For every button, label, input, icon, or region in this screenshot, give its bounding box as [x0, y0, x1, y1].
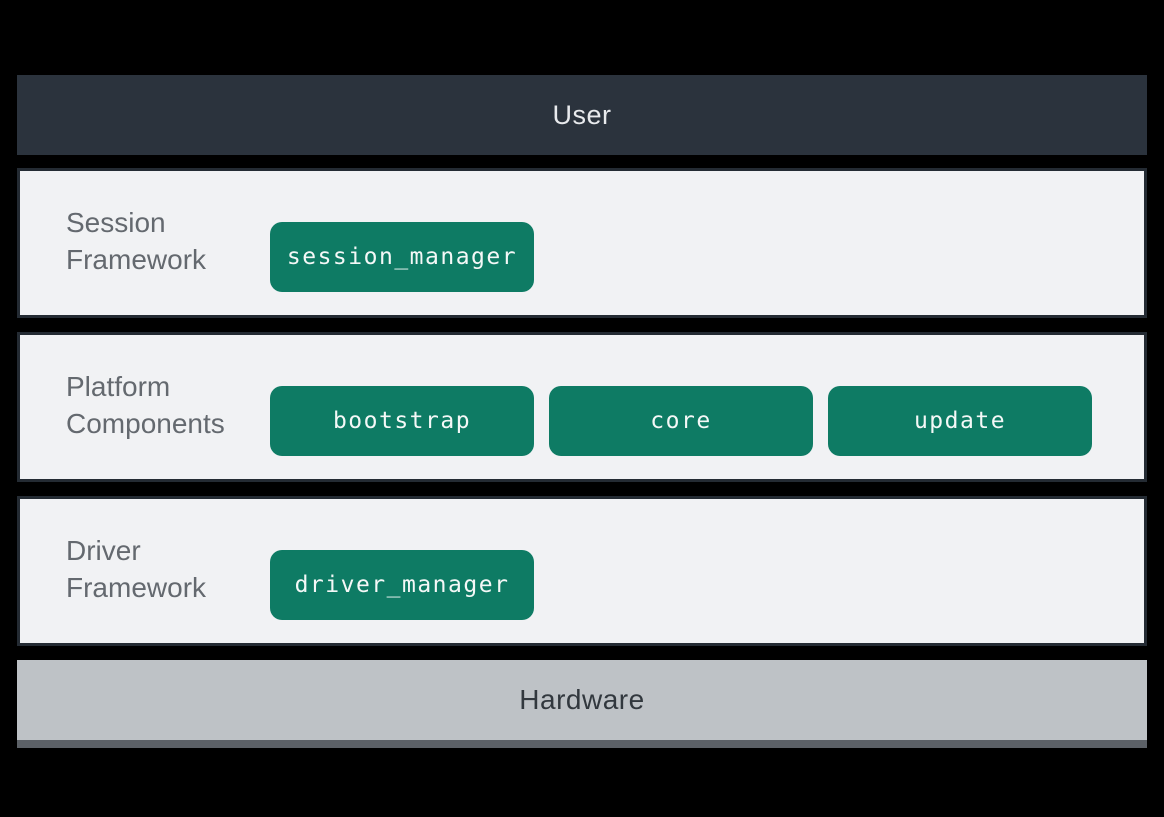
layer-label-platform-components: Platform Components [66, 371, 225, 439]
component-chip-update: update [828, 386, 1092, 456]
layer-label-driver-framework: Driver Framework [66, 535, 207, 603]
component-chip-driver_manager: driver_manager [270, 550, 534, 620]
layer-row-session-framework: Session Framework session_manager [17, 168, 1147, 318]
component-chip-core: core [549, 386, 813, 456]
user-layer-label: User [552, 99, 612, 130]
framework-layers: Session Framework session_manager Platfo… [17, 168, 1147, 646]
layer-label-session-framework: Session Framework [66, 207, 207, 275]
layer-components-driver-framework: driver_manager [270, 550, 534, 620]
component-chip-bootstrap: bootstrap [270, 386, 534, 456]
hardware-layer-bar: Hardware [17, 660, 1147, 748]
layer-components-session-framework: session_manager [270, 222, 534, 292]
layer-row-driver-framework: Driver Framework driver_manager [17, 496, 1147, 646]
user-layer-bar: User [17, 75, 1147, 155]
component-chip-session_manager: session_manager [270, 222, 534, 292]
hardware-layer-label: Hardware [519, 684, 645, 715]
